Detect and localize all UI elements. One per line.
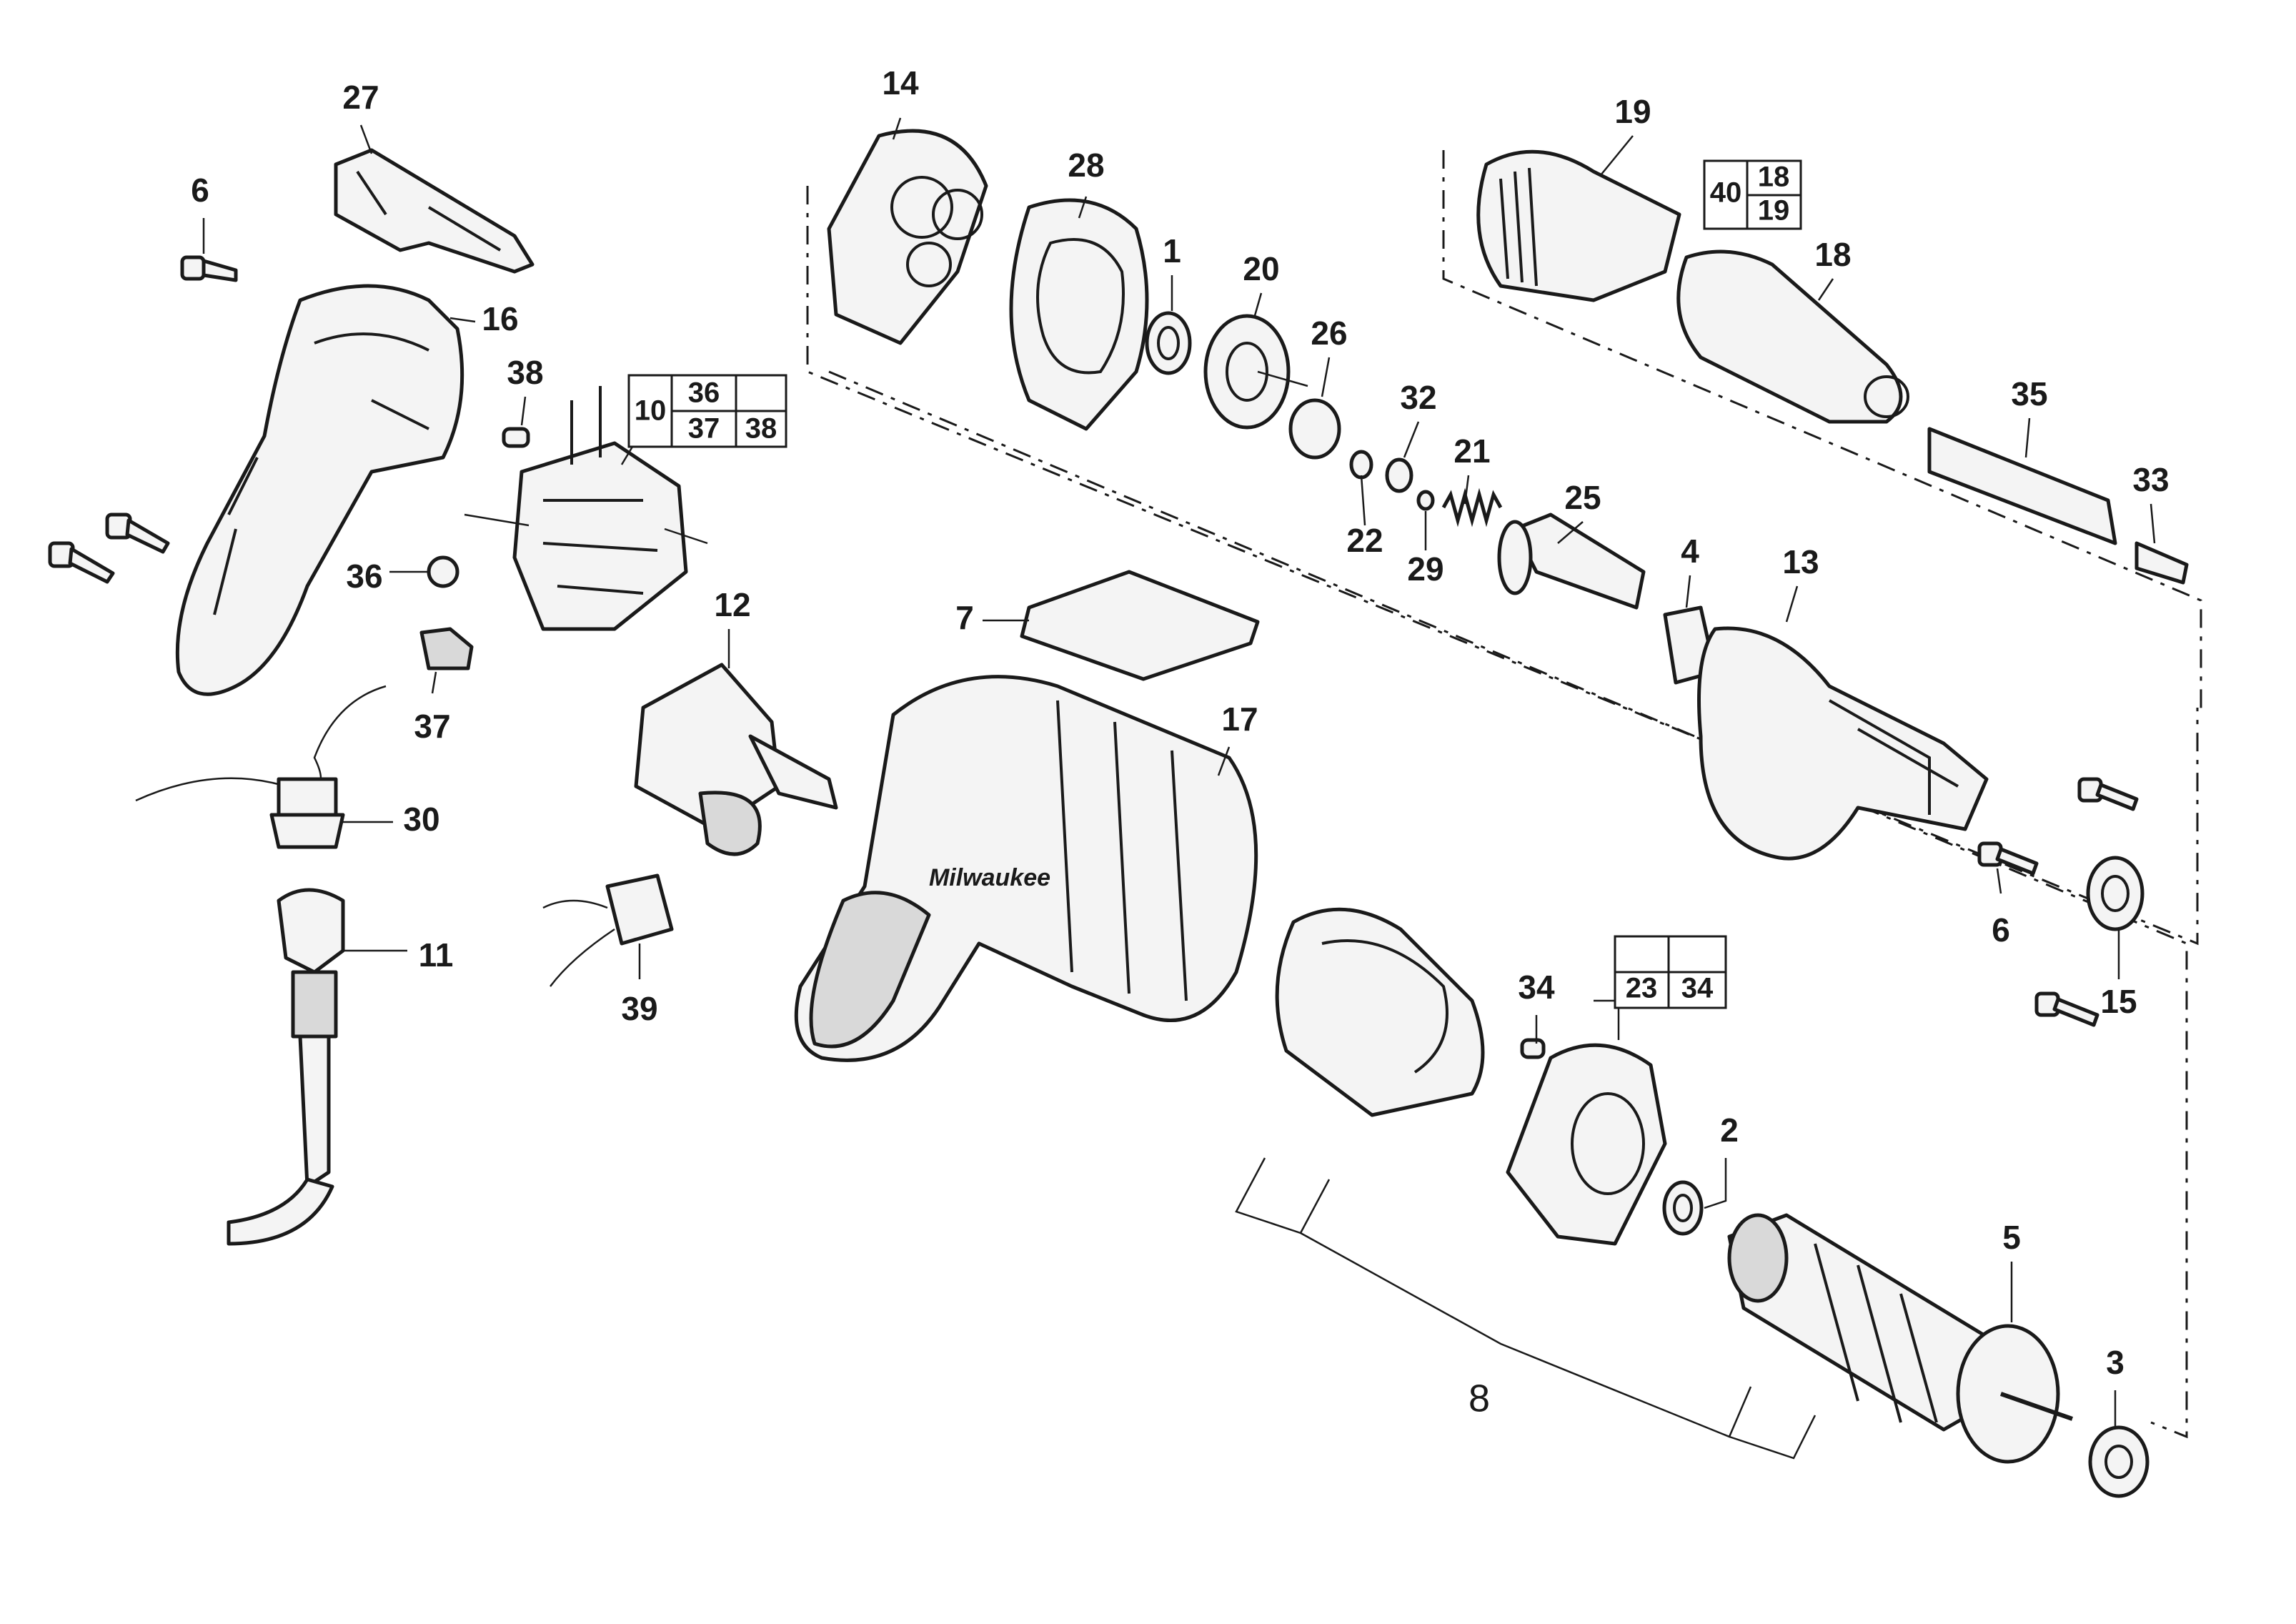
callout-26: 26 — [1311, 315, 1347, 352]
callout-30: 30 — [403, 801, 439, 838]
callout-2: 2 — [1720, 1111, 1739, 1149]
bit-icon — [2135, 541, 2189, 585]
bushing-icon — [2086, 856, 2145, 931]
brand-mark: Milwaukee — [929, 864, 1050, 891]
callout-19: 19 — [1614, 93, 1651, 130]
clutch-icon — [1288, 398, 1341, 460]
switch-icon — [634, 663, 838, 856]
screw-icon — [48, 513, 170, 584]
callout-22: 22 — [1346, 522, 1383, 559]
kit-40-item: 18 — [1758, 162, 1790, 193]
armature-icon — [1727, 1213, 2073, 1464]
bracket-lines — [1235, 1157, 1817, 1460]
callout-32: 32 — [1400, 379, 1436, 416]
gasket-icon — [1009, 198, 1149, 431]
belt-clip-icon — [334, 148, 535, 274]
assembly-outline-armature — [828, 370, 2188, 1439]
kit-10-leader — [620, 446, 634, 465]
callout-8: 8 — [1468, 1377, 1490, 1420]
label-icon — [1020, 570, 1260, 681]
callout-18: 18 — [1814, 236, 1851, 273]
callout-6: 6 — [1992, 911, 2010, 949]
bearing-icon — [1662, 1180, 1704, 1236]
callout-1: 1 — [1163, 232, 1181, 269]
callout-15: 15 — [2100, 983, 2137, 1020]
kit-box-10: 10 36 37 38 — [627, 374, 787, 448]
callout-20: 20 — [1243, 250, 1279, 287]
callout-29: 29 — [1407, 550, 1443, 588]
callout-7: 7 — [955, 599, 974, 636]
housing-icon: Milwaukee — [794, 675, 1258, 1062]
bearing-icon — [1145, 311, 1192, 375]
cord-icon — [135, 685, 387, 849]
callout-25: 25 — [1564, 479, 1601, 516]
kit-10-item: 37 — [688, 413, 720, 445]
pin-icon — [1520, 1038, 1546, 1059]
kit-10-main: 10 — [635, 395, 667, 427]
nose-cone-icon — [1476, 149, 1681, 302]
callout-4: 4 — [1681, 533, 1699, 570]
bearing-icon — [2088, 1425, 2150, 1498]
kit-10-item: 38 — [745, 413, 777, 445]
connector-icon — [427, 555, 459, 588]
washer-icon — [1349, 450, 1373, 480]
callout-33: 33 — [2132, 461, 2169, 498]
screw-icon — [1977, 777, 2139, 1027]
kit-box-23: 23 34 — [1614, 935, 1727, 1009]
callout-35: 35 — [2011, 375, 2047, 412]
washer-icon — [1385, 457, 1413, 493]
callout-14: 14 — [882, 64, 919, 102]
callout-34: 34 — [1518, 969, 1555, 1006]
kit-10-item: 36 — [688, 377, 720, 409]
brush-holder-icon — [464, 386, 708, 631]
callout-27: 27 — [342, 79, 379, 116]
washer-icon — [1416, 490, 1435, 511]
callout-11: 11 — [419, 936, 454, 974]
kit-box-40: 40 18 19 — [1703, 159, 1802, 230]
kit-23-item: 34 — [1681, 973, 1714, 1004]
assembly-outline-front — [1442, 150, 2202, 715]
switch-lock-icon — [419, 627, 474, 670]
pin-icon — [502, 427, 530, 448]
callout-13: 13 — [1782, 543, 1819, 580]
callout-labels: 27 6 16 38 36 37 30 11 12 7 17 39 14 28 … — [191, 64, 2169, 1420]
cord-protector-icon — [227, 888, 345, 1246]
field-icon — [1275, 907, 1485, 1117]
screw-icon — [180, 255, 238, 282]
spindle-icon — [1497, 513, 1646, 610]
callout-5: 5 — [2002, 1219, 2021, 1256]
callout-39: 39 — [621, 990, 657, 1027]
callout-12: 12 — [714, 586, 750, 623]
brush-ring-icon — [1506, 1043, 1667, 1246]
kit-40-item: 19 — [1758, 195, 1790, 227]
callout-38: 38 — [507, 354, 543, 391]
kit-23-main: 23 — [1626, 973, 1658, 1004]
leader-lines — [202, 117, 2156, 1426]
callout-17: 17 — [1221, 700, 1258, 738]
callout-16: 16 — [482, 300, 518, 337]
handle-housing-icon — [175, 284, 464, 696]
callout-6: 6 — [191, 172, 209, 209]
spring-icon — [1441, 487, 1503, 528]
callout-28: 28 — [1068, 147, 1104, 184]
bit-holder-icon — [1927, 427, 2117, 545]
depth-locator-icon — [1676, 249, 1909, 424]
callout-3: 3 — [2106, 1344, 2124, 1381]
assembly-outline-gearbox — [806, 186, 2199, 946]
callout-36: 36 — [346, 558, 382, 595]
gear-plate-icon — [827, 129, 988, 345]
callout-21: 21 — [1453, 432, 1490, 470]
kit-40-main: 40 — [1710, 177, 1742, 209]
gear-icon — [1203, 314, 1308, 430]
filter-icon — [542, 873, 674, 987]
callout-37: 37 — [414, 708, 450, 745]
gear-case-icon — [1697, 626, 1989, 861]
